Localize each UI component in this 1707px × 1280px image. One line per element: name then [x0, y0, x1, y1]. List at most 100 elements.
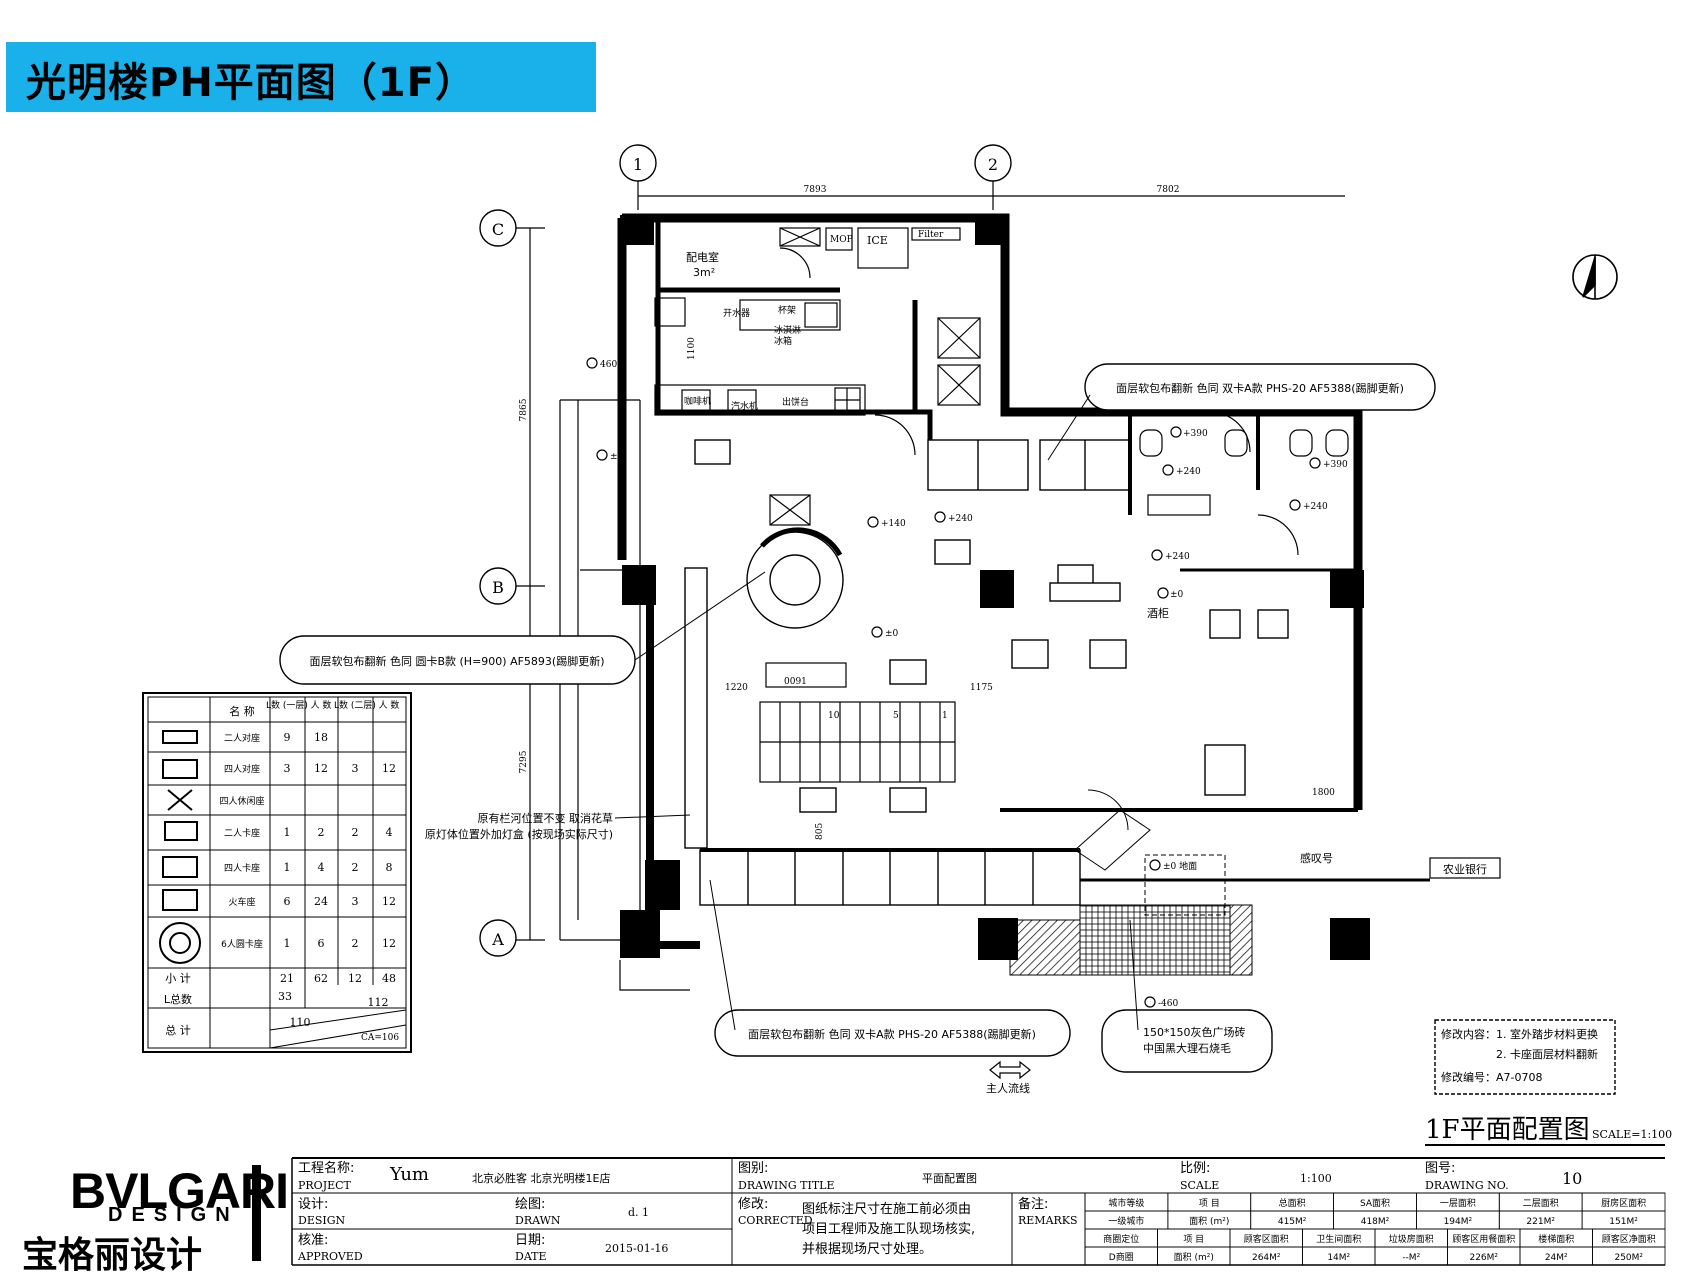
level-460: 460: [600, 360, 617, 370]
label-counter-6: 汽水机: [731, 400, 758, 412]
room-power: 配电室: [686, 250, 719, 264]
note-cloud-1: 面层软包布翻新 色同 双卡A款 PHS-20 AF5388(踢脚更新): [1047, 363, 1436, 461]
remarks-cell: 面积 (m²): [1174, 1251, 1214, 1263]
note-text-4: 原灯体位置外加灯盒 (按现场实际尺寸): [425, 827, 613, 841]
north-arrow-icon: [1572, 254, 1618, 300]
remarks-cell: 厨房区面积: [1601, 1197, 1646, 1209]
tb-drawn-cn: 绘图:: [515, 1197, 545, 1212]
grid-bubble-c: C: [479, 209, 517, 247]
note-cloud-2: 面层软包布翻新 色同 圆卡B款 (H=900) AF5893(踢脚更新): [279, 571, 766, 685]
note-text-6b: 中国黑大理石烧毛: [1143, 1041, 1231, 1055]
remarks-cell: 418M²: [1361, 1217, 1390, 1227]
label-filter: Filter: [918, 230, 944, 240]
remarks-cell-box: [1592, 1246, 1666, 1266]
seat-cell: 18: [314, 731, 328, 744]
seat-cell: 6: [284, 895, 291, 908]
seat-cell: 1: [284, 826, 291, 839]
tb-corr-note1: 图纸标注尺寸在施工前必须由: [802, 1201, 971, 1217]
seat-cell: 四人卡座: [224, 862, 260, 874]
seat-cell: 6: [318, 937, 325, 950]
remarks-cell: 264M²: [1252, 1253, 1281, 1263]
seat-cell: 6人圆卡座: [221, 938, 263, 950]
revision-1: 修改内容：1. 室外踏步材料更换: [1441, 1027, 1598, 1041]
remarks-cell: 226M²: [1469, 1253, 1498, 1263]
seat-cell: 3: [352, 762, 359, 775]
label-counter-7: 出饼台: [782, 396, 809, 408]
seat-cell: 8: [386, 861, 393, 874]
seat-cell: 4: [386, 826, 393, 839]
tb-project-val1: Yum: [389, 1164, 429, 1185]
note-text-2: 面层软包布翻新 色同 圆卡B款 (H=900) AF5893(踢脚更新): [309, 654, 604, 668]
seat-cell: 二人对座: [224, 732, 260, 744]
remarks-cell: 总面积: [1279, 1197, 1306, 1209]
remarks-cell: 项 目: [1199, 1198, 1220, 1209]
seat-cell: 12: [382, 937, 396, 950]
stair-step-10: 10: [828, 711, 840, 721]
kitchen-fixtures: [654, 227, 981, 526]
level-0-c: ±0: [1170, 590, 1184, 600]
level-minus-460: -460: [1158, 999, 1178, 1009]
dim-inner-5: 1800: [1312, 788, 1335, 798]
level-0: ±0: [610, 452, 624, 462]
remarks-cell: 415M²: [1278, 1217, 1307, 1227]
grid-bubble-1: 1: [619, 144, 657, 182]
remarks-cell: 151M²: [1609, 1217, 1638, 1227]
seat-cell: 火车座: [228, 896, 255, 908]
remarks-cell: 二层面积: [1523, 1197, 1559, 1209]
dim-top-1: 7893: [804, 185, 827, 195]
revision-box: 修改内容：1. 室外踏步材料更换 2. 卡座面层材料翻新 修改编号：A7-070…: [1434, 1019, 1616, 1095]
round-booth: [746, 527, 844, 629]
logo-bar: [252, 1165, 261, 1261]
seat-header-p2: 人 数: [379, 699, 400, 711]
label-counter-5: 咖啡机: [684, 395, 711, 407]
label-bank: 农业银行: [1443, 862, 1487, 876]
seat-subtotal-4: 48: [382, 972, 396, 985]
tb-dno-en: DRAWING NO.: [1425, 1179, 1509, 1192]
tb-dno-val: 10: [1562, 1169, 1582, 1188]
tb-remarks-cn: 备注:: [1018, 1196, 1048, 1212]
seat-table: [142, 692, 412, 1053]
seat-cell: 9: [284, 731, 291, 744]
label-mop: MOP: [830, 235, 853, 245]
tb-project-val2: 北京必胜客 北京光明楼1E店: [472, 1171, 610, 1185]
seat-total-2: CA=106: [361, 1033, 399, 1043]
dim-top-2: 7802: [1157, 185, 1180, 195]
logo-chinese: 宝格丽设计: [22, 1235, 203, 1276]
remarks-cell: 商圈定位: [1103, 1233, 1139, 1245]
note-text-1: 面层软包布翻新 色同 双卡A款 PHS-20 AF5388(踢脚更新): [1116, 381, 1404, 395]
tb-approved-en: APPROVED: [297, 1250, 363, 1263]
level-ground: ±0 地面: [1163, 860, 1197, 872]
seat-cell: 1: [284, 937, 291, 950]
seat-cell: 12: [314, 762, 328, 775]
tb-corr-cn: 修改:: [738, 1197, 768, 1212]
seat-cell: 4: [318, 861, 325, 874]
label-ice: ICE: [867, 234, 888, 247]
tb-scale-val: 1:100: [1300, 1172, 1332, 1185]
tables: [694, 439, 1289, 813]
seat-header-l1: L数 (一层): [266, 699, 308, 711]
dim-left-1: 7865: [519, 398, 529, 421]
note-text-6a: 150*150灰色广场砖: [1143, 1025, 1246, 1039]
tb-drawn-val: d. 1: [628, 1206, 649, 1219]
label-sign: 感叹号: [1300, 852, 1333, 865]
counter-dim: 0091: [784, 677, 807, 687]
grid-lines: [512, 178, 1345, 941]
seat-cell: 24: [314, 895, 328, 908]
tb-dtitle-val: 平面配置图: [922, 1172, 977, 1185]
level-240-c: +240: [1176, 467, 1201, 477]
tb-date-val: 2015-01-16: [605, 1242, 668, 1255]
grid-label-1: 1: [633, 155, 643, 174]
plan-title: 1F平面配置图: [1425, 1115, 1590, 1145]
seat-cell: 1: [284, 861, 291, 874]
label-counter-3: 冰淇淋: [774, 324, 801, 336]
tb-dtitle-en: DRAWING TITLE: [738, 1179, 835, 1192]
seat-subtotal-1: 21: [280, 972, 294, 985]
tb-dtitle-cn: 图别:: [738, 1161, 768, 1176]
seat-table-icons: [159, 730, 201, 964]
seat-subtotal-3: 12: [348, 972, 362, 985]
seat-cell: 3: [352, 895, 359, 908]
staircase: [759, 662, 956, 783]
remarks-cell: 250M²: [1614, 1253, 1643, 1263]
